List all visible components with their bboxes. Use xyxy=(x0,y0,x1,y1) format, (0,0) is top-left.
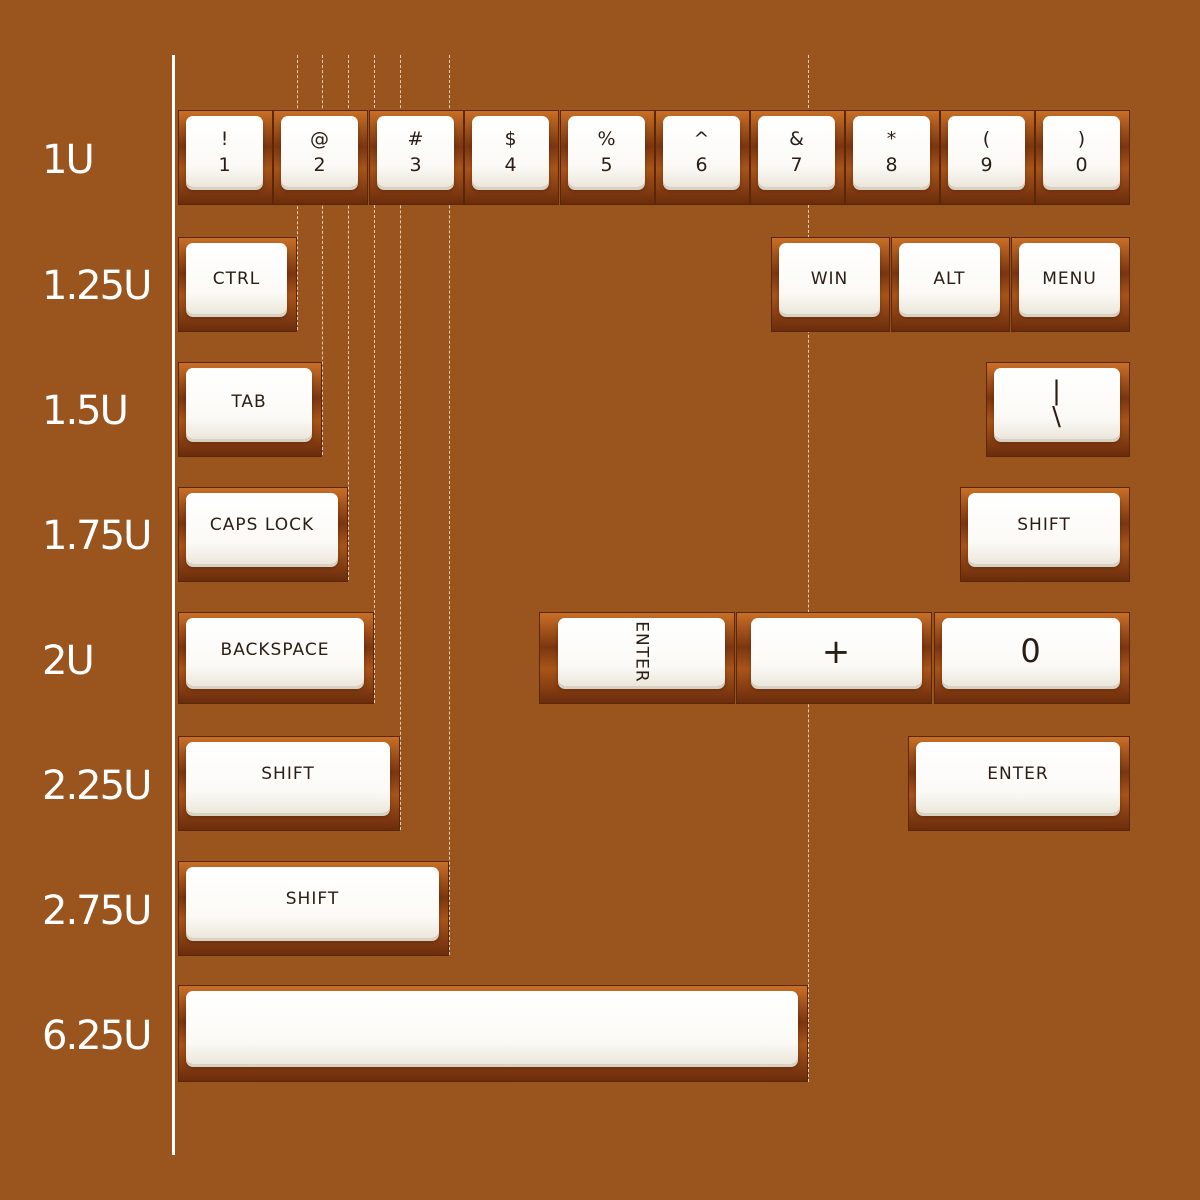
keycap-legend: (9 xyxy=(948,116,1025,187)
keycap-legend-enter: ENTER xyxy=(916,742,1120,813)
keycap-1[interactable]: !1 xyxy=(178,110,273,205)
legend-bottom: 0 xyxy=(1075,153,1088,176)
keycap-enter[interactable]: ENTER xyxy=(908,736,1130,831)
keycap-spacebar[interactable] xyxy=(178,985,808,1082)
keycap-legend: #3 xyxy=(377,116,454,187)
legend-bottom: 2 xyxy=(313,153,326,176)
keycap-ctrl[interactable]: CTRL xyxy=(178,237,297,332)
legend-bottom: 5 xyxy=(600,153,613,176)
legend-enter: ENTER xyxy=(631,621,652,683)
keycap-legend-backslash: | \ xyxy=(994,368,1120,439)
row-label-6-25u: 6.25U xyxy=(42,1013,152,1059)
keycap-2[interactable]: @2 xyxy=(273,110,368,205)
legend-backslash: \ xyxy=(1052,401,1062,432)
legend-top: @ xyxy=(310,127,329,150)
keycap-legend: &7 xyxy=(758,116,835,187)
legend-bottom: 7 xyxy=(790,153,803,176)
legend-bottom: 4 xyxy=(504,153,517,176)
keycap-legend-zero: 0 xyxy=(942,618,1120,686)
keycap-legend: @2 xyxy=(281,116,358,187)
keycap-tab[interactable]: TAB xyxy=(178,362,322,457)
guide-line-2-75u xyxy=(449,55,450,955)
keycap-legend-alt: ALT xyxy=(899,243,1000,314)
keycap-legend-shift: SHIFT xyxy=(186,742,390,813)
legend-bottom: 8 xyxy=(885,153,898,176)
row-label-1-25u: 1.25U xyxy=(42,263,152,309)
row-label-2u: 2U xyxy=(42,638,95,684)
keycap-alt[interactable]: ALT xyxy=(891,237,1010,332)
keycap-menu[interactable]: MENU xyxy=(1011,237,1130,332)
keycap-legend: )0 xyxy=(1043,116,1120,187)
keycap-right-shift[interactable]: SHIFT xyxy=(178,861,449,956)
legend-pipe: | xyxy=(1052,375,1062,406)
keycap-numpad-enter[interactable]: ENTER xyxy=(539,612,735,704)
legend-top: & xyxy=(789,127,804,150)
legend-top: * xyxy=(886,127,897,150)
keycap-backslash[interactable]: | \ xyxy=(986,362,1130,457)
keycap-legend-shift: SHIFT xyxy=(968,493,1120,564)
legend-top: ! xyxy=(220,127,229,150)
legend-top: ( xyxy=(982,127,991,150)
guide-line-2u xyxy=(374,55,375,703)
keycap-right-shift-175[interactable]: SHIFT xyxy=(960,487,1130,582)
keycap-legend: $4 xyxy=(472,116,549,187)
guide-line-1-75u xyxy=(348,55,349,580)
legend-bottom: 3 xyxy=(409,153,422,176)
keycap-legend: *8 xyxy=(853,116,930,187)
legend-top: ) xyxy=(1077,127,1086,150)
row-label-1-75u: 1.75U xyxy=(42,513,152,559)
keycap-win[interactable]: WIN xyxy=(771,237,890,332)
keycap-6[interactable]: ^6 xyxy=(655,110,750,205)
keycap-legend-ctrl: CTRL xyxy=(186,243,287,314)
keycap-legend-space xyxy=(186,991,798,1064)
guide-line-2-25u xyxy=(400,55,401,830)
legend-bottom: 1 xyxy=(218,153,231,176)
row-label-2-25u: 2.25U xyxy=(42,763,152,809)
keycap-0[interactable]: )0 xyxy=(1035,110,1130,205)
legend-bottom: 9 xyxy=(980,153,993,176)
legend-top: % xyxy=(597,127,616,150)
keycap-9[interactable]: (9 xyxy=(940,110,1035,205)
keycap-legend-tab: TAB xyxy=(186,368,312,439)
keycap-caps-lock[interactable]: CAPS LOCK xyxy=(178,487,348,582)
keycap-legend-enter-vertical: ENTER xyxy=(558,618,725,686)
row-label-1u: 1U xyxy=(42,137,95,183)
keycap-8[interactable]: *8 xyxy=(845,110,940,205)
keycap-4[interactable]: $4 xyxy=(464,110,559,205)
keycap-legend: %5 xyxy=(568,116,645,187)
keycap-legend: ^6 xyxy=(663,116,740,187)
legend-top: # xyxy=(407,127,424,150)
legend-top: ^ xyxy=(693,127,710,150)
vertical-axis-line xyxy=(172,55,175,1155)
guide-line-6-25u xyxy=(808,55,809,1082)
keycap-legend-backspace: BACKSPACE xyxy=(186,618,364,686)
keycap-numpad-plus[interactable]: + xyxy=(736,612,932,704)
legend-bottom: 6 xyxy=(695,153,708,176)
keycap-legend: !1 xyxy=(186,116,263,187)
guide-line-1-5u xyxy=(322,55,323,455)
keycap-legend-shift: SHIFT xyxy=(186,867,439,938)
row-label-2-75u: 2.75U xyxy=(42,888,152,934)
keycap-legend-caps-lock: CAPS LOCK xyxy=(186,493,338,564)
keycap-5[interactable]: %5 xyxy=(560,110,655,205)
legend-top: $ xyxy=(504,127,517,150)
keycap-legend-win: WIN xyxy=(779,243,880,314)
keycap-backspace[interactable]: BACKSPACE xyxy=(178,612,374,704)
keycap-3[interactable]: #3 xyxy=(369,110,464,205)
keycap-7[interactable]: &7 xyxy=(750,110,845,205)
keycap-left-shift[interactable]: SHIFT xyxy=(178,736,400,831)
row-label-1-5u: 1.5U xyxy=(42,388,129,434)
keycap-legend-menu: MENU xyxy=(1019,243,1120,314)
keycap-legend-plus: + xyxy=(751,618,922,686)
keycap-numpad-zero[interactable]: 0 xyxy=(934,612,1130,704)
